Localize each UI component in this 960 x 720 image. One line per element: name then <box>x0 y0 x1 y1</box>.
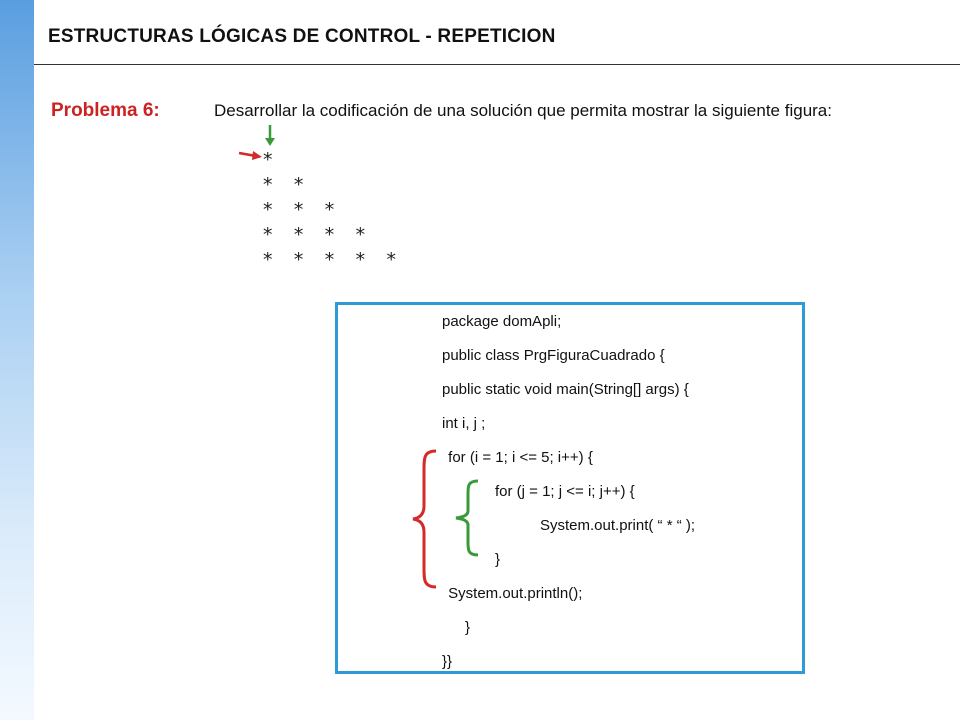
code-line-main: public static void main(String[] args) { <box>442 381 689 398</box>
code-box: package domApli; public class PrgFiguraC… <box>335 302 805 674</box>
figure-row-1: * <box>262 149 278 171</box>
code-line-final-close: }} <box>442 653 453 670</box>
code-line-print: System.out.print( “ * “ ); <box>540 517 696 534</box>
outer-loop-brace-icon <box>412 449 437 589</box>
problem-statement: Desarrollar la codificación de una soluc… <box>214 101 832 120</box>
code-line-inner-for: for (j = 1; j <= i; j++) { <box>495 483 635 500</box>
slide-title: ESTRUCTURAS LÓGICAS DE CONTROL - REPETIC… <box>48 26 556 47</box>
code-line-declare: int i, j ; <box>442 415 486 432</box>
code-line-package: package domApli; <box>442 313 562 330</box>
green-down-arrow-icon <box>265 125 275 146</box>
star-figure: * * * * * * * * * * * * * * * <box>262 148 401 273</box>
code-line-outer-for: for (i = 1; i <= 5; i++) { <box>444 449 593 466</box>
figure-row-3: * * * <box>262 199 340 221</box>
code-line-inner-close: } <box>495 551 501 568</box>
code-line-outer-close: } <box>465 619 471 636</box>
inner-loop-brace-icon <box>455 479 479 557</box>
figure-row-2: * * <box>262 174 309 196</box>
red-right-arrow-icon <box>238 151 262 160</box>
problem-label: Problema 6: <box>51 100 160 121</box>
figure-row-4: * * * * <box>262 224 371 246</box>
code-line-println: System.out.println(); <box>444 585 583 602</box>
title-underline <box>34 64 960 65</box>
code-line-class: public class PrgFiguraCuadrado { <box>442 347 665 364</box>
figure-row-5: * * * * * <box>262 249 401 271</box>
side-gradient-bar <box>0 0 34 720</box>
